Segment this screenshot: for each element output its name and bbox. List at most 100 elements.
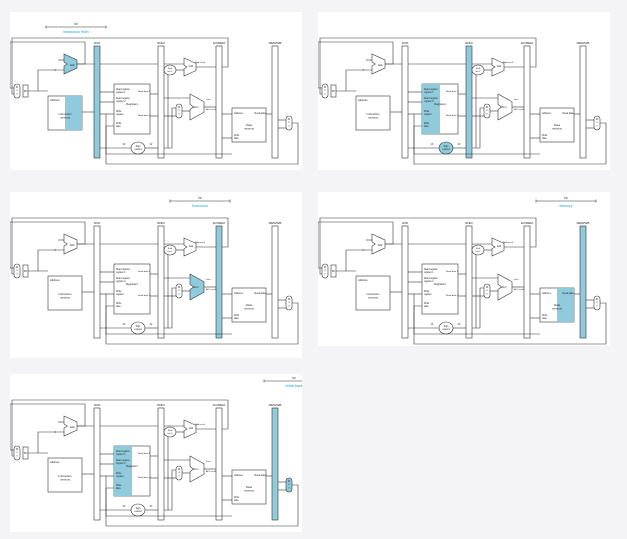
pipeline-register-id-ex (157, 225, 165, 339)
pipeline-register-label: EX/MEM (521, 41, 533, 45)
alu-zero-label: Zero (514, 278, 519, 281)
wire-pc-to-adder (37, 249, 64, 271)
write-back-mux-label: x (596, 304, 598, 307)
write-data-label: Write (116, 302, 122, 305)
pipeline-register-label: ID/EX (157, 403, 165, 407)
instr-mem-label: memory (60, 116, 71, 120)
alu-src-mux-label: x (178, 112, 180, 115)
branch-adder-result-label: Add result (195, 61, 205, 64)
read-reg1-label: register 1 (424, 271, 434, 274)
wire-write-back (413, 302, 607, 345)
read-reg2-label: register 2 (116, 100, 126, 103)
data-mem-read-data-label: Read data (254, 292, 266, 295)
sign-extend-label: Sign (136, 507, 141, 510)
data-mem-label: memory (552, 127, 563, 131)
alu-unit (189, 93, 205, 121)
instr-mem-label: Instruction (59, 474, 72, 478)
branch-adder-result-label: Add result (503, 241, 513, 244)
wire-pc-plus4-loop (318, 41, 394, 89)
pipeline-register-label: EX/MEM (213, 41, 225, 45)
read-reg1-label: Read register (424, 268, 438, 271)
read-data1-label: Read data 1 (138, 270, 151, 273)
pc-label: PC (24, 269, 28, 273)
shift-left-2-unit (163, 64, 177, 76)
write-data-label: data (116, 487, 121, 490)
data-mem-write-data-label: Write (542, 314, 548, 317)
pipeline-register-if-id (93, 45, 101, 159)
registers-label: Registers (126, 464, 138, 468)
alu-label: ALU (501, 105, 506, 109)
branch-adder-result-label: Add result (195, 423, 205, 426)
write-back-mux-label: M (288, 298, 290, 301)
pc-label: PC (24, 451, 28, 455)
pipeline-register-if-id (401, 225, 409, 339)
address-label: Address (50, 98, 60, 102)
read-data2-label: Read data 2 (138, 294, 151, 297)
shift-label: left 2 (168, 70, 174, 73)
branch-adder (183, 237, 197, 257)
wire-imm-to-shift (164, 75, 169, 149)
branch-adder (491, 57, 505, 77)
alu-result-label: ALU result (514, 108, 525, 111)
write-data-label: data (424, 305, 429, 308)
pipeline-register-id-ex (465, 45, 473, 159)
pipeline-register-label: IF/ID (402, 221, 409, 225)
stage-name-label: Memory (560, 204, 573, 208)
write-back-mux-label: u (596, 301, 598, 304)
instr-mem-label: Instruction (59, 292, 72, 296)
if-adder-label: Add (378, 243, 383, 247)
pc-label: PC (332, 269, 336, 273)
sign-extend-label: Sign (444, 145, 449, 148)
pc-mux-label: M (16, 448, 18, 451)
wire-pc-plus4-loop (10, 41, 86, 89)
pc-mux-label: u (16, 269, 18, 272)
shift-label: Shift (476, 247, 481, 250)
pipeline-register-label: IF/ID (94, 403, 101, 407)
shift-label: left 2 (168, 250, 174, 253)
data-mem-label: Data (554, 303, 560, 307)
wire-branch-target (11, 37, 229, 95)
alu-src-mux-label: x (486, 292, 488, 295)
instr-mem-label: memory (60, 478, 71, 482)
pipeline-register-label: IF/ID (402, 41, 409, 45)
alu-result-label: ALU result (514, 288, 525, 291)
read-reg1-label: register 1 (424, 91, 434, 94)
wire-write-back (105, 302, 299, 345)
alu-unit (497, 273, 513, 301)
write-back-mux-label: x (288, 124, 290, 127)
wire-branch-target (11, 217, 229, 275)
instr-mem-label: Instruction (367, 292, 380, 296)
data-mem-address-label: Address (542, 292, 552, 295)
shift-left-2-unit (163, 244, 177, 256)
bits-16-label: 16 (431, 143, 434, 146)
alu-label: ALU (501, 285, 506, 289)
wire-rd-forward (105, 114, 232, 155)
bits-32-label: 32 (150, 143, 153, 146)
wire-imm-to-shift (164, 255, 169, 329)
sign-extend-label: Sign (136, 325, 141, 328)
pc-mux-label: M (16, 266, 18, 269)
wire-pc-to-adder (345, 249, 372, 271)
data-mem-write-data-label: Write (234, 496, 240, 499)
data-mem-write-data-label: Write (542, 134, 548, 137)
alu-unit (189, 455, 205, 483)
alu-src-mux-label: M (178, 106, 180, 109)
pipeline-register-label: ID/EX (465, 221, 473, 225)
alu-result-label: ALU result (206, 288, 217, 291)
register-file (421, 263, 459, 315)
pc-mux-label: x (16, 92, 18, 95)
write-reg-label: register (116, 475, 124, 478)
wire-write-back (413, 122, 607, 165)
read-data1-label: Read data 1 (138, 90, 151, 93)
alu-src-mux-label: M (178, 286, 180, 289)
pipeline-register-mem-wb (271, 225, 279, 339)
pipeline-register-ex-mem (215, 225, 223, 339)
instr-mem-label: Instruction (367, 112, 380, 116)
pipeline-register-label: MEM/WB (577, 221, 590, 225)
wire-rd-forward (105, 476, 232, 517)
write-back-mux-label: u (596, 121, 598, 124)
